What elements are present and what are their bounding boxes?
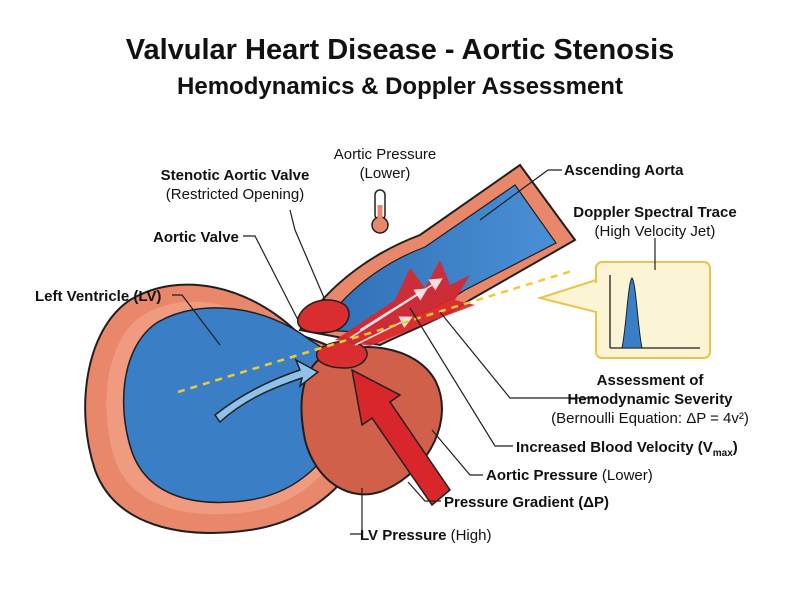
lv-pressure-bold: LV Pressure xyxy=(360,527,447,544)
increased-velocity-text: Increased Blood Velocity (V xyxy=(516,439,713,456)
doppler-trace-line2: (High Velocity Jet) xyxy=(594,223,716,240)
aortic-pressure-top-line2: (Lower) xyxy=(359,165,411,182)
aortic-pressure-bottom-label: Aortic Pressure (Lower) xyxy=(486,466,653,485)
left-ventricle-label: Left Ventricle (LV) xyxy=(35,288,162,305)
valve-leaflet-upper xyxy=(297,299,350,334)
doppler-callout xyxy=(536,278,597,314)
pressure-arrow-icon xyxy=(350,368,452,507)
aortic-pressure-bottom-bold: Aortic Pressure xyxy=(486,467,598,484)
leader-ascending-aorta xyxy=(479,169,562,221)
leader-left-ventricle xyxy=(172,294,221,346)
stenotic-valve-line1: Stenotic Aortic Valve xyxy=(160,167,310,184)
leader-stenotic-valve xyxy=(289,209,326,301)
lv-pressure-label: LV Pressure (High) xyxy=(360,526,491,545)
velocity-arrow-icon xyxy=(213,358,320,424)
valve-leaflet-lower xyxy=(315,340,368,369)
doppler-trace-line1: Doppler Spectral Trace xyxy=(573,204,737,221)
increased-velocity-sub: max xyxy=(712,448,733,459)
leader-aortic-pressure-bottom xyxy=(431,429,483,476)
diagram-title: Valvular Heart Disease - Aortic Stenosis xyxy=(125,34,675,66)
assessment-label: Assessment of Hemodynamic Severity (Bern… xyxy=(540,371,760,428)
jet-streak xyxy=(354,316,413,346)
aortic-pressure-bottom-normal: (Lower) xyxy=(597,467,653,484)
leader-lv-pressure xyxy=(350,488,363,535)
jet-streak xyxy=(359,278,443,331)
assessment-line3: (Bernoulli Equation: ΔP = 4v²) xyxy=(551,410,749,427)
doppler-waveform xyxy=(621,277,643,349)
pressure-gradient-label: Pressure Gradient (ΔP) xyxy=(444,494,609,511)
doppler-trace-label: Doppler Spectral Trace (High Velocity Je… xyxy=(565,203,745,241)
leader-pressure-gradient xyxy=(407,481,441,502)
diagram-subtitle: Hemodynamics & Doppler Assessment xyxy=(177,73,623,100)
ascending-aorta-label: Ascending Aorta xyxy=(564,162,684,179)
leader-aortic-valve xyxy=(243,235,299,321)
stenotic-valve-label: Stenotic Aortic Valve (Restricted Openin… xyxy=(155,166,315,204)
aortic-valve-label: Aortic Valve xyxy=(153,229,239,246)
aortic-pressure-top-label: Aortic Pressure (Lower) xyxy=(330,145,440,183)
leader-assessment xyxy=(439,311,598,399)
doppler-trace-box xyxy=(595,261,711,359)
assessment-line1: Assessment of xyxy=(596,372,704,389)
aortic-pressure-top-line1: Aortic Pressure xyxy=(333,146,437,163)
stenotic-valve-line2: (Restricted Opening) xyxy=(165,186,305,203)
lv-pressure-normal: (High) xyxy=(446,527,492,544)
assessment-line2: Hemodynamic Severity xyxy=(567,391,733,408)
increased-velocity-label: Increased Blood Velocity (Vmax) xyxy=(516,438,738,463)
thermometer-icon xyxy=(371,189,389,234)
doppler-beam xyxy=(177,268,576,394)
leader-velocity xyxy=(409,307,513,447)
increased-velocity-close: ) xyxy=(732,439,738,456)
